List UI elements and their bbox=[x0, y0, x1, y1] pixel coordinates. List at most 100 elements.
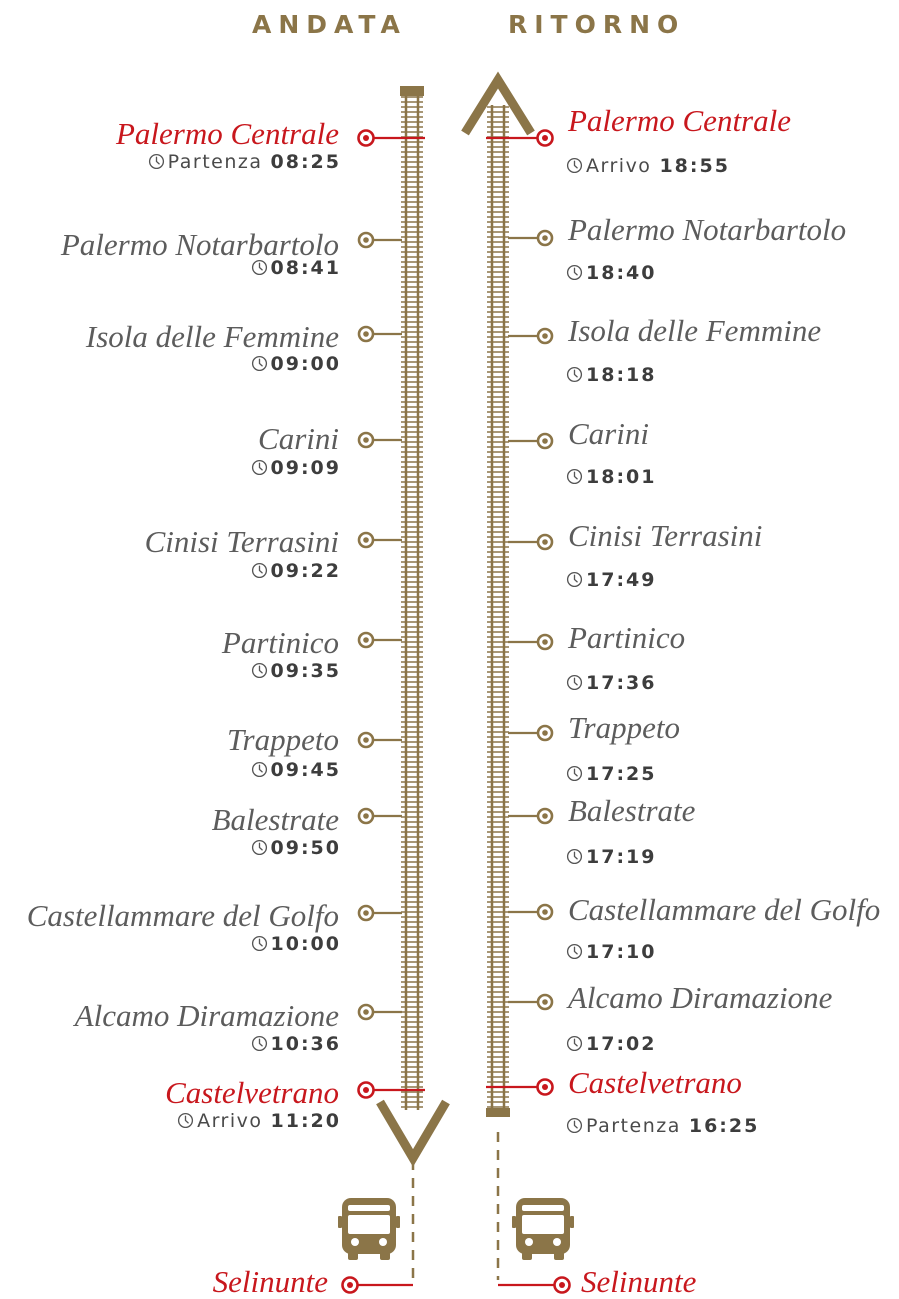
stop-marker-icon bbox=[357, 1081, 375, 1099]
bus-icon bbox=[338, 1198, 400, 1260]
time-value: 18:18 bbox=[586, 364, 657, 386]
bus-sign bbox=[522, 1205, 564, 1211]
station-name-ritorno: Balestrate bbox=[568, 793, 696, 828]
clock-icon bbox=[251, 562, 267, 579]
stop-marker-icon bbox=[357, 325, 375, 343]
stop-marker-icon bbox=[357, 431, 375, 449]
bus-headlight bbox=[379, 1238, 387, 1246]
sleepers bbox=[487, 106, 509, 1108]
marker-dot bbox=[542, 235, 548, 241]
station-name-andata: Isola delle Femmine bbox=[85, 319, 339, 354]
clock-icon bbox=[566, 468, 583, 485]
station-name-ritorno: Carini bbox=[568, 416, 649, 451]
clock-icon bbox=[251, 662, 267, 679]
marker-dot bbox=[363, 813, 369, 819]
clock-icon bbox=[566, 366, 583, 383]
stop-marker-icon bbox=[536, 432, 554, 450]
marker-dot bbox=[542, 730, 548, 736]
bus-wheel bbox=[522, 1252, 532, 1260]
marker-dot bbox=[542, 1084, 548, 1090]
chevron-down-icon bbox=[376, 1099, 450, 1167]
time-value: 17:25 bbox=[586, 763, 657, 785]
time-value: 17:36 bbox=[586, 672, 657, 694]
track-end-cap bbox=[486, 1108, 510, 1117]
time-value: 10:00 bbox=[270, 933, 341, 955]
chevron-up-icon bbox=[461, 71, 535, 136]
station-time-ritorno: 17:36 bbox=[566, 672, 656, 694]
marker-dot bbox=[363, 1087, 369, 1093]
track-ritorno bbox=[487, 105, 509, 1112]
stop-marker-icon bbox=[357, 731, 375, 749]
time-value: 18:55 bbox=[659, 155, 730, 177]
marker-dot bbox=[363, 437, 369, 443]
marker-dot bbox=[363, 737, 369, 743]
time-value: 09:09 bbox=[270, 457, 341, 479]
station-time-ritorno: 17:10 bbox=[566, 941, 656, 963]
clock-icon bbox=[251, 839, 267, 856]
station-name-andata: Palermo Centrale bbox=[116, 116, 339, 151]
marker-dot bbox=[363, 537, 369, 543]
time-label: Arrivo bbox=[197, 1110, 263, 1132]
station-name-ritorno: Palermo Notarbartolo bbox=[568, 212, 847, 247]
stop-marker-icon bbox=[536, 533, 554, 551]
clock-icon bbox=[566, 571, 583, 588]
bus-sign bbox=[348, 1205, 390, 1211]
stop-marker-icon bbox=[553, 1276, 571, 1294]
station-name-andata: Castellammare del Golfo bbox=[26, 898, 339, 933]
station-name-andata: Partinico bbox=[221, 625, 339, 660]
time-value: 16:25 bbox=[688, 1115, 760, 1137]
station-name-ritorno: Castelvetrano bbox=[568, 1065, 742, 1100]
track-andata bbox=[401, 90, 423, 1110]
time-value: 10:36 bbox=[270, 1033, 341, 1055]
stop-marker-icon bbox=[536, 633, 554, 651]
station-name-ritorno: Cinisi Terrasini bbox=[568, 518, 763, 553]
marker-dot bbox=[542, 333, 548, 339]
marker-dot bbox=[542, 539, 548, 545]
stop-marker-icon bbox=[536, 903, 554, 921]
stop-marker-icon bbox=[357, 231, 375, 249]
stop-marker-icon bbox=[357, 1003, 375, 1021]
clock-icon bbox=[251, 935, 267, 952]
stop-marker-icon bbox=[357, 129, 375, 147]
sleepers bbox=[401, 91, 423, 1108]
time-label: Arrivo bbox=[586, 155, 652, 177]
bus-wheel bbox=[348, 1252, 358, 1260]
clock-icon bbox=[566, 1117, 583, 1134]
stop-marker-icon bbox=[536, 993, 554, 1011]
bus-mirror bbox=[396, 1216, 400, 1228]
station-time-ritorno: 18:01 bbox=[566, 466, 656, 488]
station-name-andata: Carini bbox=[258, 421, 339, 456]
header-ritorno: RITORNO bbox=[508, 10, 686, 39]
clock-icon bbox=[251, 259, 267, 276]
station-time-andata: 09:22 bbox=[251, 560, 341, 582]
station-name-andata: Trappeto bbox=[227, 722, 339, 757]
station-name-ritorno: Partinico bbox=[568, 620, 686, 655]
marker-dot bbox=[542, 135, 548, 141]
marker-dot bbox=[542, 639, 548, 645]
clock-icon bbox=[566, 674, 583, 691]
bus-stop-ritorno: Selinunte bbox=[581, 1264, 697, 1299]
stop-marker-icon bbox=[357, 631, 375, 649]
stop-marker-icon bbox=[536, 724, 554, 742]
clock-icon bbox=[251, 459, 267, 476]
station-name-andata: Balestrate bbox=[211, 802, 339, 837]
time-value: 17:49 bbox=[586, 569, 657, 591]
time-value: 09:45 bbox=[270, 759, 341, 781]
station-name-ritorno: Trappeto bbox=[568, 710, 680, 745]
clock-icon bbox=[566, 943, 583, 960]
marker-dot bbox=[363, 1009, 369, 1015]
station-time-ritorno: 18:40 bbox=[566, 262, 656, 284]
stop-marker-icon bbox=[536, 807, 554, 825]
bus-mirror bbox=[570, 1216, 574, 1228]
time-value: 18:40 bbox=[586, 262, 657, 284]
time-value: 08:25 bbox=[270, 151, 341, 173]
station-time-ritorno: 17:02 bbox=[566, 1033, 656, 1055]
marker-dot bbox=[559, 1282, 565, 1288]
station-name-andata: Alcamo Diramazione bbox=[74, 998, 339, 1033]
time-value: 08:41 bbox=[270, 257, 341, 279]
stop-marker-icon bbox=[536, 129, 554, 147]
stop-marker-icon bbox=[536, 229, 554, 247]
